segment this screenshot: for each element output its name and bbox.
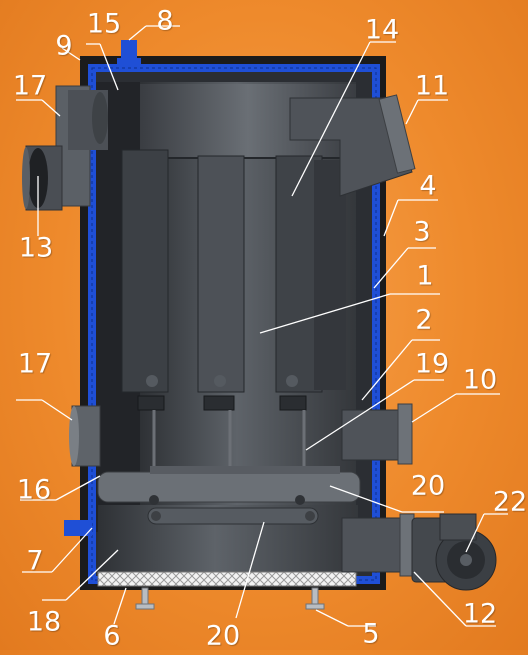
callout-19: 19 [414, 348, 450, 380]
callout-6: 6 [103, 620, 121, 652]
callout-4: 4 [419, 170, 437, 202]
bottom-pipe [64, 520, 92, 536]
ash-door [147, 507, 319, 525]
callout-8: 8 [156, 5, 174, 37]
callout-14: 14 [364, 14, 400, 46]
callout-17-top: 17 [12, 70, 48, 102]
callout-11: 11 [414, 70, 450, 102]
grate-bar [97, 471, 361, 503]
callout-20-right: 20 [410, 470, 446, 502]
callout-5: 5 [362, 618, 380, 650]
callout-18: 18 [26, 606, 62, 638]
bottom-insulation-mat [97, 571, 357, 587]
heat-channel-1 [121, 149, 169, 393]
callout-13: 13 [18, 232, 54, 264]
callout-12: 12 [462, 598, 498, 630]
callout-10: 10 [462, 364, 498, 396]
callout-20-bottom: 20 [205, 620, 241, 652]
callout-17-bottom: 17 [17, 348, 53, 380]
callout-15: 15 [86, 8, 122, 40]
callout-16: 16 [16, 474, 52, 506]
callout-22: 22 [492, 486, 528, 518]
leader-lines [16, 25, 508, 627]
callout-9: 9 [55, 30, 73, 62]
callout-7: 7 [26, 545, 44, 577]
heat-channel-2 [197, 155, 245, 393]
callout-2: 2 [415, 304, 433, 336]
callout-3: 3 [413, 216, 431, 248]
callout-1: 1 [416, 260, 434, 292]
